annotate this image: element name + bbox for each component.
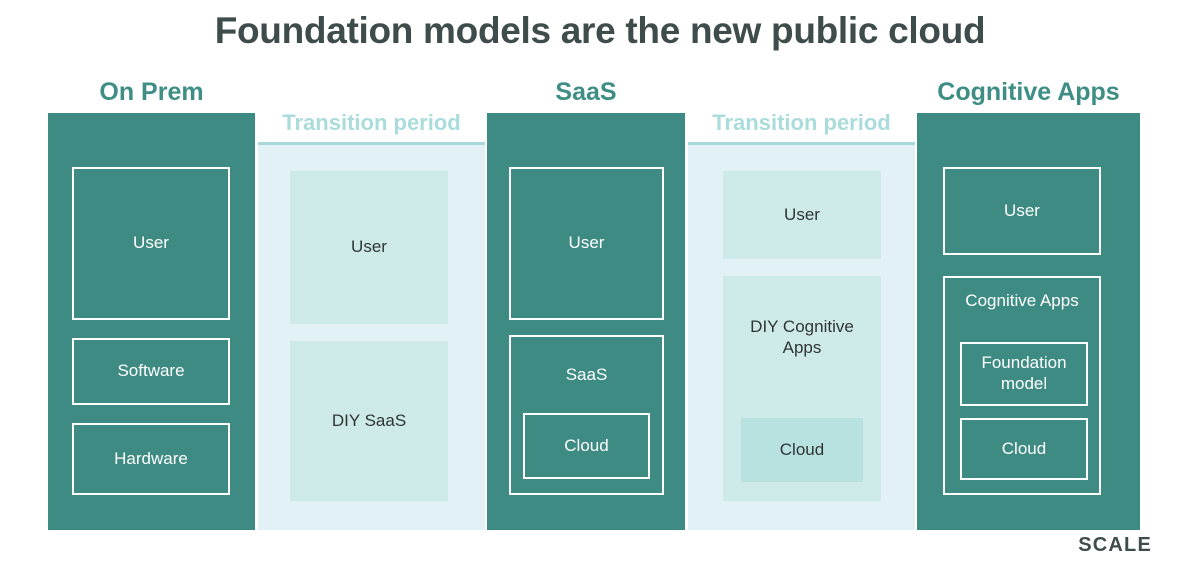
box-saas-user: User xyxy=(509,167,664,320)
box-on-prem-software: Software xyxy=(72,338,230,405)
box-transition-2-user: User xyxy=(723,171,881,259)
page-title: Foundation models are the new public clo… xyxy=(214,10,986,51)
box-label: Foundation model xyxy=(981,353,1067,393)
box-transition-1-diy-saas: DIY SaaS xyxy=(290,341,448,501)
box-cognitive-cloud: Cloud xyxy=(960,418,1088,480)
box-label: SaaS xyxy=(565,365,608,384)
column-header-transition-1: Transition period xyxy=(282,110,461,135)
column-header-saas: SaaS xyxy=(555,78,617,106)
box-label: User xyxy=(568,233,605,253)
box-transition-1-user: User xyxy=(290,171,448,324)
box-label: User xyxy=(784,204,820,224)
box-transition-2-cloud: Cloud xyxy=(741,418,863,482)
box-foundation-model: Foundation model xyxy=(960,342,1088,406)
column-transition-2: User DIY Cognitive Apps Cloud xyxy=(688,142,915,530)
box-cognitive-apps-group: Cognitive Apps Foundation model Cloud xyxy=(943,276,1101,495)
column-header-on-prem: On Prem xyxy=(99,78,204,106)
column-header-transition-2: Transition period xyxy=(712,110,891,135)
box-on-prem-hardware: Hardware xyxy=(72,423,230,495)
column-header-cognitive-apps: Cognitive Apps xyxy=(937,78,1120,106)
box-saas-cloud: Cloud xyxy=(523,413,650,479)
column-cognitive-apps: User Cognitive Apps Foundation model Clo… xyxy=(917,113,1140,530)
box-label: Software xyxy=(117,361,185,381)
box-label: Cloud xyxy=(1001,438,1047,458)
box-label: Cognitive Apps xyxy=(965,291,1079,310)
box-saas-group: SaaS Cloud xyxy=(509,335,664,495)
column-saas: User SaaS Cloud xyxy=(487,113,685,530)
box-label: User xyxy=(1004,200,1040,220)
box-label: DIY Cognitive Apps xyxy=(750,317,854,357)
box-label: DIY SaaS xyxy=(331,410,407,430)
column-transition-1: User DIY SaaS xyxy=(258,142,485,530)
box-transition-2-group: DIY Cognitive Apps Cloud xyxy=(723,276,881,501)
box-label: User xyxy=(133,233,169,253)
box-label: Cloud xyxy=(564,435,609,455)
box-label: Hardware xyxy=(114,448,188,468)
scale-logo: SCALE xyxy=(1078,534,1152,556)
box-label: User xyxy=(351,237,387,257)
box-cognitive-user: User xyxy=(943,167,1101,255)
box-label: Cloud xyxy=(779,439,825,459)
column-on-prem: User Software Hardware xyxy=(48,113,255,530)
box-on-prem-user: User xyxy=(72,167,230,320)
